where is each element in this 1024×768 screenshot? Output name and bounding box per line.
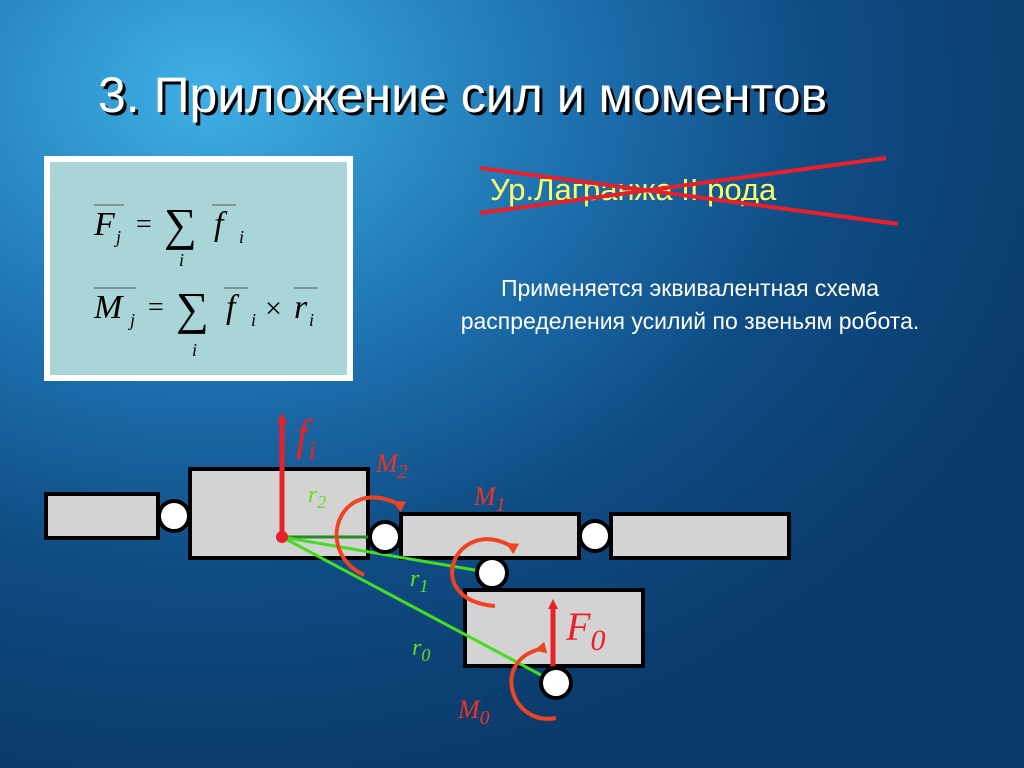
moment-lhs-sub: j [128,310,135,330]
force-term-sub: i [239,227,244,247]
moment-term2-sub: i [309,310,314,330]
link-right [609,512,791,560]
label-r0: r0 [412,635,430,665]
cross-line-1 [479,166,899,226]
moment-M1-arc [450,537,520,608]
description: Применяется эквивалентная схема распреде… [360,272,1020,338]
joint-3 [578,519,612,553]
radius-r1-line [281,535,493,575]
force-sum: ∑ [164,199,197,250]
label-M0: M0 [457,695,490,729]
label-M2: M2 [375,449,408,483]
slide-title: 3. Приложение сил и моментов [98,67,828,123]
link-left [44,492,160,540]
label-r1: r1 [410,566,428,596]
moment-eq: = [148,292,164,323]
force-lhs-sub: j [114,227,121,247]
link-middle [399,512,581,560]
moment-sum-index: i [192,340,197,360]
joint-5 [539,666,573,700]
label-fi: fi [296,411,316,467]
description-line-1: Применяется эквивалентная схема [500,275,880,301]
label-F0: F0 [565,604,605,657]
moment-term-sub: i [251,310,256,330]
description-line-2: распределения усилий по звеньям робота. [460,308,920,334]
cross-line-2 [479,156,887,215]
moment-term2: r [294,289,308,326]
application-point [276,531,288,543]
joint-2 [368,520,402,554]
label-M1: M1 [473,482,506,516]
force-lhs: F [93,206,116,243]
moment-M0-arc [509,641,557,721]
joint-4 [475,556,509,590]
force-sum-index: i [179,250,184,270]
radius-r0-line [281,535,557,685]
moment-sum: ∑ [176,283,209,334]
moment-M2-arc [334,495,407,577]
label-r2: r2 [308,482,326,512]
formula-box: F j = ∑ i f i M j = ∑ i f i × r i [44,156,353,381]
joint-1 [157,499,191,533]
formulas: F j = ∑ i f i M j = ∑ i f i × r i [93,199,318,360]
force-eq: = [136,209,152,240]
moment-times: × [265,292,282,325]
moment-lhs: M [93,289,124,326]
